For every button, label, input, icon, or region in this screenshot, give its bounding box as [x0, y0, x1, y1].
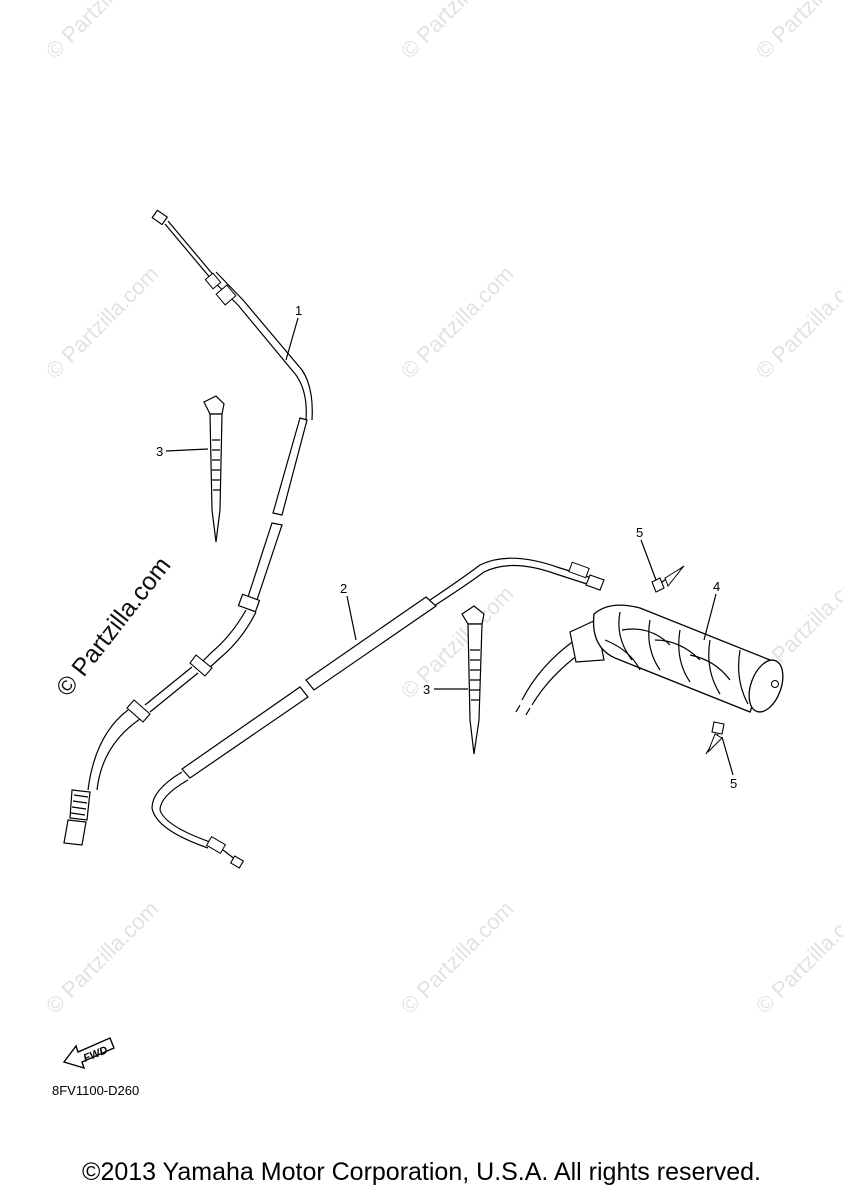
cable-tie-part-3-upper	[203, 395, 225, 543]
callout-5-lower: 5	[730, 776, 737, 791]
rivet-part-5-lower	[705, 721, 725, 755]
watermark-large: © Partzilla.com	[51, 552, 177, 702]
watermark: © Partzilla.com	[396, 896, 519, 1019]
callout-2: 2	[340, 581, 347, 596]
callout-3-lower: 3	[423, 682, 430, 697]
part-code: 8FV1100-D260	[52, 1083, 140, 1098]
callout-3-upper: 3	[156, 444, 163, 459]
watermark: © Partzilla.com	[396, 261, 519, 384]
cable-part-1	[63, 209, 313, 846]
watermark-layer: © Partzilla.com © Partzilla.com © Partzi…	[41, 0, 843, 1019]
fwd-arrow-icon: FWD	[62, 1037, 115, 1070]
grip-part-4	[515, 604, 784, 716]
watermark: © Partzilla.com	[751, 261, 843, 384]
leader-lines	[165, 317, 734, 776]
copyright-notice: ©2013 Yamaha Motor Corporation, U.S.A. A…	[82, 1158, 761, 1186]
watermark: © Partzilla.com	[751, 0, 843, 64]
watermark: © Partzilla.com	[751, 896, 843, 1019]
callout-4: 4	[713, 579, 720, 594]
watermark: © Partzilla.com	[41, 261, 164, 384]
cable-part-2	[151, 557, 605, 869]
fwd-label: FWD	[82, 1044, 110, 1065]
watermark: © Partzilla.com	[396, 0, 519, 64]
watermark: © Partzilla.com	[41, 896, 164, 1019]
watermark: © Partzilla.com	[396, 581, 519, 704]
watermark: © Partzilla.com	[41, 0, 164, 64]
callout-5-upper: 5	[636, 525, 643, 540]
rivet-part-5-upper	[651, 565, 685, 593]
callout-1: 1	[295, 303, 302, 318]
cable-tie-part-3-lower	[461, 605, 485, 755]
